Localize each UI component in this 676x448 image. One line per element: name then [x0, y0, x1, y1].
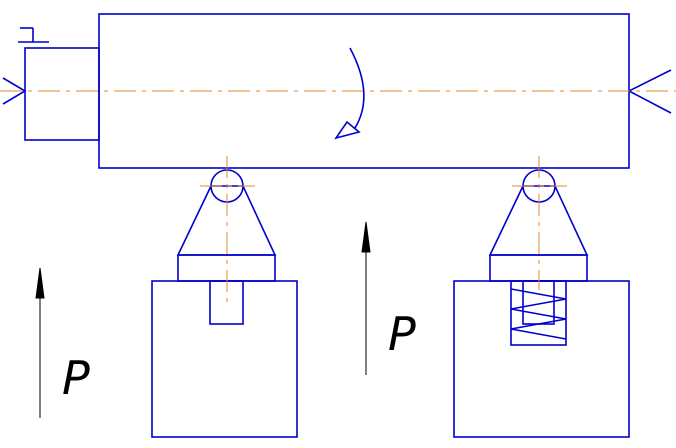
chevron-right-icon [2, 77, 27, 105]
right-support-block [453, 280, 630, 438]
ground-symbol-icon [18, 27, 49, 43]
chuck-stub [24, 47, 100, 141]
force-label-left: P [62, 351, 90, 405]
spring-icon [510, 288, 567, 340]
curved-arrow-icon [334, 47, 365, 140]
right-support [453, 156, 630, 438]
force-arrow-left [35, 267, 45, 418]
force-arrow-right [361, 221, 371, 375]
left-support [151, 156, 298, 438]
force-label-right: P [388, 307, 416, 361]
left-support-block [151, 280, 298, 438]
